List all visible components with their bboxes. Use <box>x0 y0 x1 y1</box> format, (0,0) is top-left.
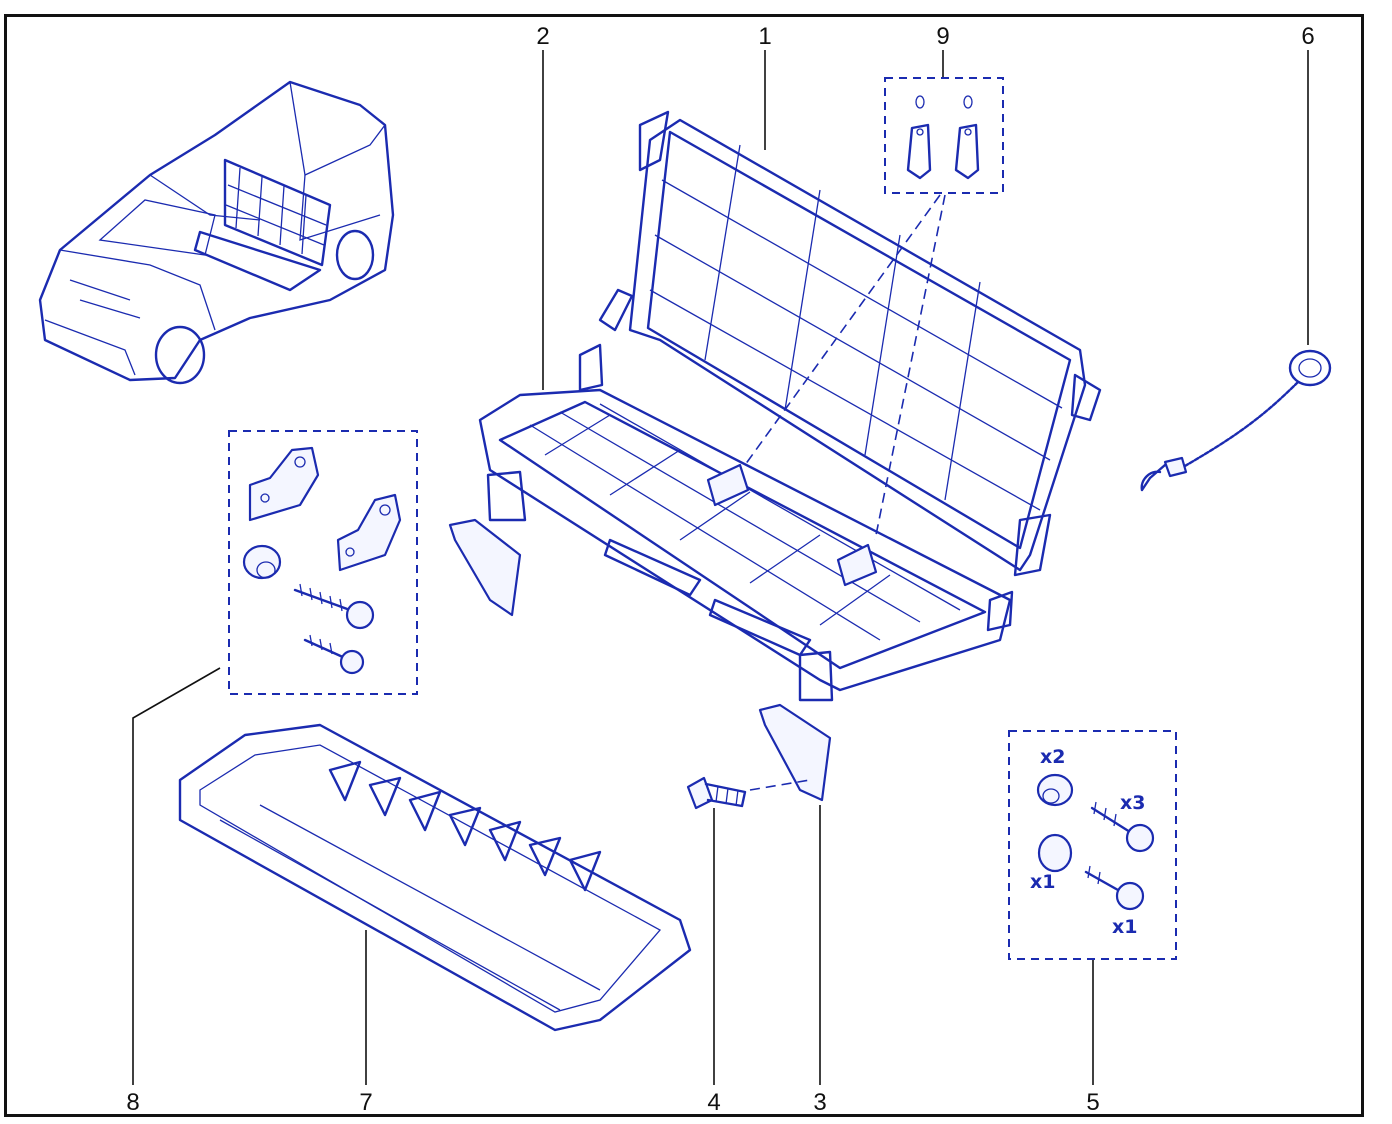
bushing-icon <box>242 544 282 580</box>
qty-bolt-short: x1 <box>1112 916 1137 938</box>
bolt-part <box>686 776 811 810</box>
strap-loop-icon <box>954 123 980 180</box>
qty-spacer-small: x1 <box>1030 871 1055 893</box>
fastener-kit-box <box>1008 730 1177 960</box>
callout-2: 2 <box>536 23 549 50</box>
diagram-frame <box>4 14 1364 1117</box>
strap-kit <box>744 77 1004 541</box>
fastener-kit: x2 x3 x1 x1 <box>1008 730 1177 960</box>
callout-1: 1 <box>758 23 771 50</box>
seat-tray <box>178 723 692 1032</box>
callout-7: 7 <box>359 1089 372 1116</box>
callout-3: 3 <box>813 1089 826 1116</box>
callout-4: 4 <box>707 1089 720 1116</box>
callout-5: 5 <box>1086 1089 1099 1116</box>
bolt-icon <box>1084 870 1120 892</box>
qty-spacer-large: x2 <box>1040 746 1065 768</box>
strap-kit-box <box>884 77 1004 194</box>
hinge-bracket-icon <box>248 446 320 522</box>
strap-washer-icon <box>963 95 973 109</box>
rear-seat-frame <box>478 110 1102 702</box>
strap-washer-icon <box>915 95 925 109</box>
hinge-bracket-icon <box>336 493 402 572</box>
seat-bracket-left <box>448 518 522 617</box>
bolt-icon <box>1090 806 1132 834</box>
qty-bolt-long: x3 <box>1120 792 1145 814</box>
pull-cord <box>1140 349 1332 492</box>
spacer-icon <box>1037 833 1073 873</box>
seat-bracket-right <box>758 703 832 802</box>
callout-8: 8 <box>126 1089 139 1116</box>
vehicle-illustration <box>38 80 395 385</box>
bracket-kit <box>228 430 418 695</box>
callout-6: 6 <box>1301 23 1314 50</box>
bracket-kit-box <box>228 430 418 695</box>
strap-loop-icon <box>906 123 932 180</box>
bolt-head-icon <box>686 776 714 810</box>
callout-9: 9 <box>936 23 949 50</box>
leader-lines <box>132 50 1309 1085</box>
